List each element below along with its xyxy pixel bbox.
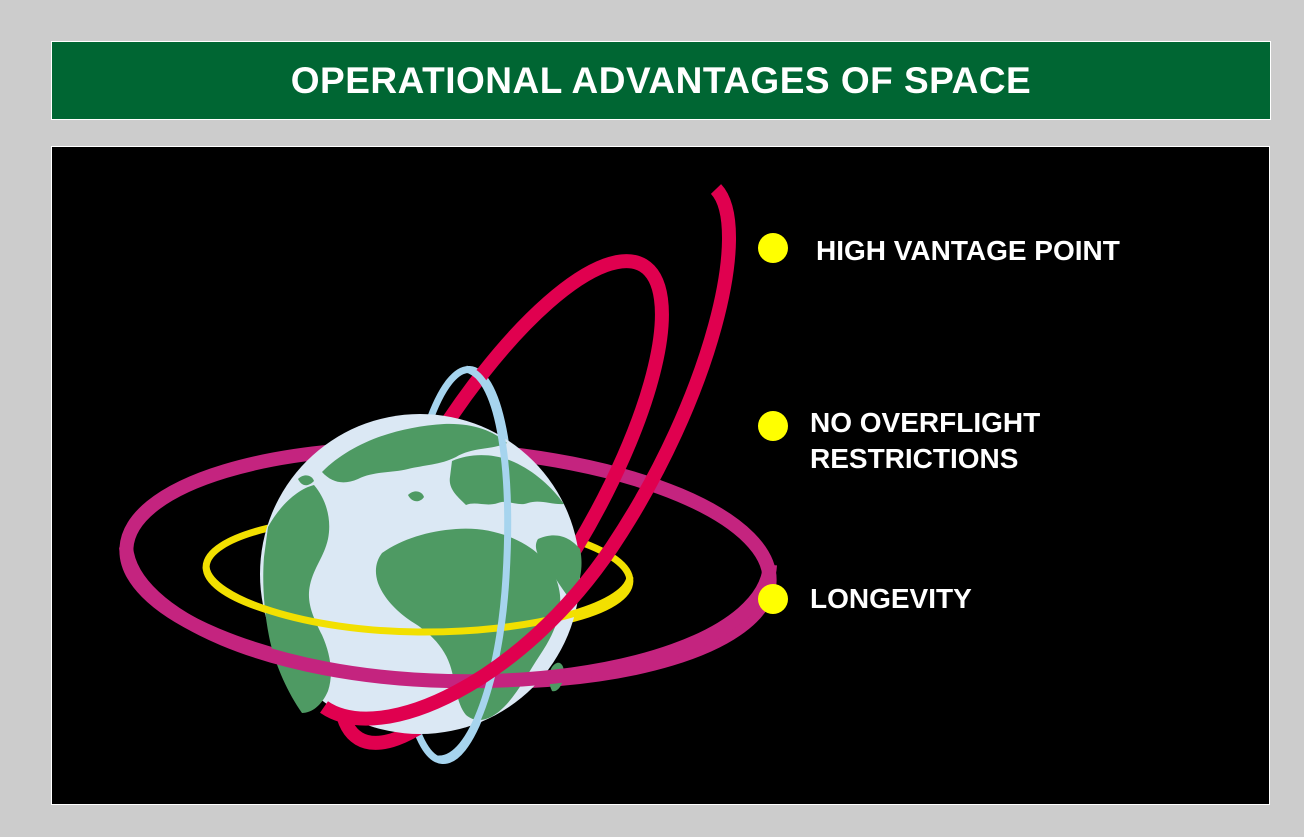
- title-bar: OPERATIONAL ADVANTAGES OF SPACE: [51, 41, 1271, 120]
- content-panel: HIGH VANTAGE POINT NO OVERFLIGHT RESTRIC…: [51, 146, 1270, 805]
- page-title: OPERATIONAL ADVANTAGES OF SPACE: [290, 59, 1032, 101]
- earth-orbits-illustration: [119, 184, 777, 765]
- orbit-red-front-icon: [320, 184, 737, 726]
- bullet-dot-icon: [758, 411, 788, 441]
- bullet-item: NO OVERFLIGHT RESTRICTIONS: [758, 405, 1040, 477]
- orbits-front: [119, 184, 777, 763]
- bullet-text: NO OVERFLIGHT RESTRICTIONS: [810, 407, 1041, 474]
- bullet-item: HIGH VANTAGE POINT: [758, 233, 1120, 269]
- orbit-blue-front-icon: [437, 365, 512, 763]
- bullet-dot-icon: [758, 584, 788, 614]
- orbit-magenta-front-icon: [119, 545, 777, 689]
- bullet-item: LONGEVITY: [758, 581, 972, 617]
- bullet-text: LONGEVITY: [810, 583, 972, 614]
- orbit-yellow-front-icon: [202, 566, 634, 636]
- bullet-text: HIGH VANTAGE POINT: [816, 235, 1120, 266]
- bullet-dot-icon: [758, 233, 788, 263]
